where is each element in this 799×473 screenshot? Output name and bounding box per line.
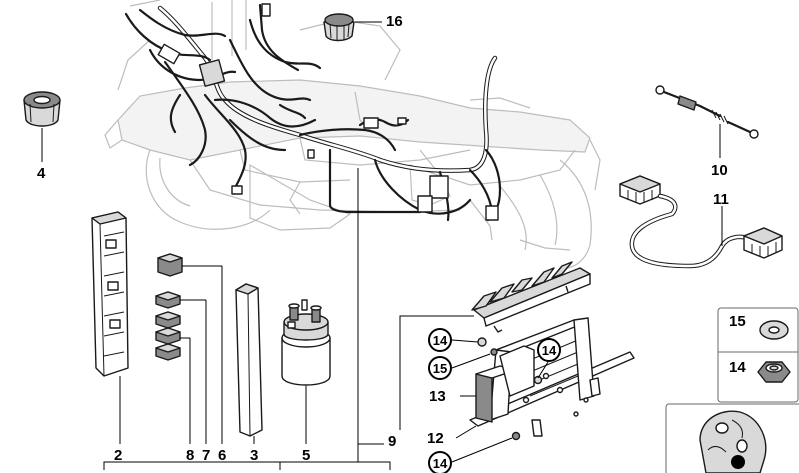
callout-14-c: 14 [428, 451, 452, 473]
part-3-cover-strip [235, 283, 263, 444]
callout-3: 3 [250, 447, 259, 464]
callout-2: 2 [114, 447, 123, 464]
callout-14-a: 14 [428, 328, 452, 352]
main-leaders [103, 168, 391, 470]
part-2-relay-carrier [91, 211, 129, 444]
motorcycle-outline [104, 0, 601, 269]
callout-15-b: 15 [729, 313, 746, 330]
part-5-solenoid [281, 299, 331, 444]
callout-14-d: 14 [729, 359, 746, 376]
wiring-harness [124, 3, 502, 222]
callout-9: 9 [388, 433, 397, 450]
callout-8: 8 [186, 447, 195, 464]
part-10-ground-cable [655, 85, 759, 158]
callout-7: 7 [202, 447, 211, 464]
part-16-cap [323, 13, 382, 42]
relay-parts [155, 253, 223, 444]
callout-12: 12 [427, 430, 444, 447]
part-11-adapter-lead [619, 175, 783, 269]
callout-15-a: 15 [428, 356, 452, 380]
part-9-12-13-bracket-assembly [399, 261, 635, 463]
detail-box [665, 403, 799, 473]
callout-11: 11 [713, 191, 729, 208]
callout-4: 4 [37, 165, 46, 182]
washer-nut-box [717, 307, 799, 403]
callout-14-b: 14 [537, 338, 561, 362]
callout-10: 10 [711, 162, 728, 179]
callout-16: 16 [386, 13, 403, 30]
callout-13: 13 [429, 388, 446, 405]
callout-6: 6 [218, 447, 227, 464]
callout-5: 5 [302, 447, 311, 464]
part-4-grommet [23, 91, 61, 162]
